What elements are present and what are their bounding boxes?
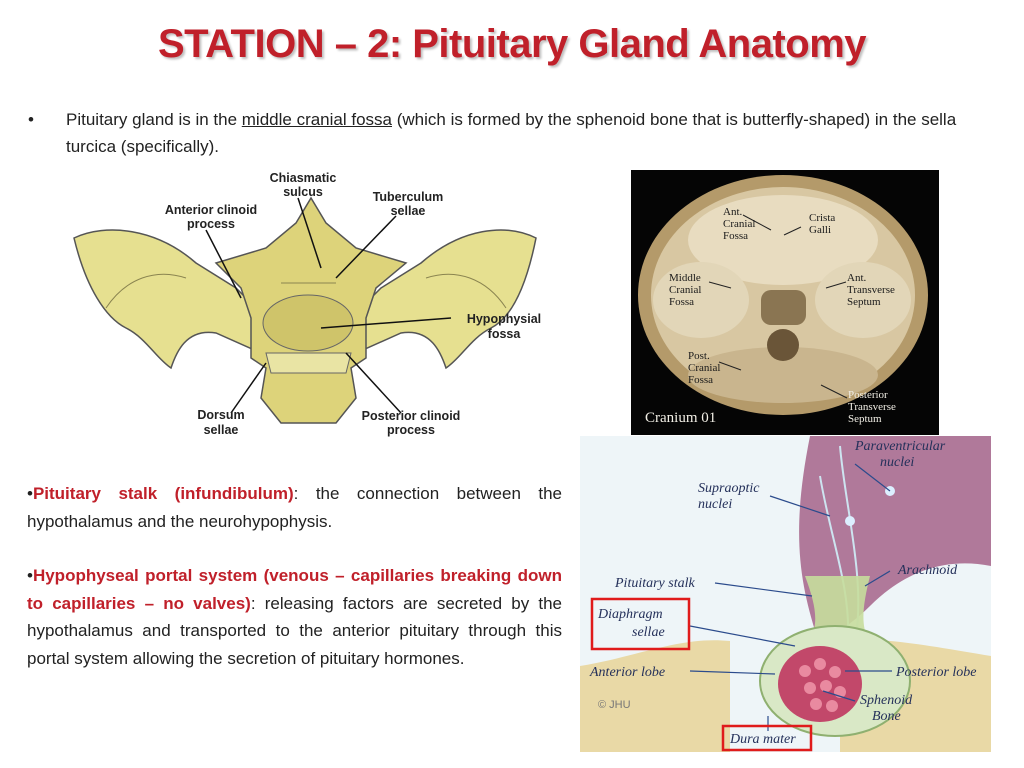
credit-text: © JHU bbox=[598, 699, 631, 711]
label-pituitary-stalk: Pituitary stalk bbox=[614, 576, 696, 591]
label-diaphragm-sellae-1: Diaphragm bbox=[597, 607, 663, 622]
label-diaphragm-sellae-2: sellae bbox=[632, 625, 665, 640]
label-post-transverse-1: Posterior bbox=[848, 389, 888, 401]
slide-title: STATION – 2: Pituitary Gland Anatomy bbox=[157, 22, 867, 66]
label-anterior-lobe: Anterior lobe bbox=[589, 665, 665, 680]
portal-text: : releasing factors are secreted by the … bbox=[27, 593, 563, 668]
dura-mater-highlight bbox=[721, 724, 813, 752]
label-ant-transverse-3: Septum bbox=[847, 296, 881, 308]
label-post-transverse-3: Septum bbox=[848, 413, 882, 425]
sphenoid-bone-drawing bbox=[73, 196, 537, 424]
portal-term: Hypophyseal portal system (venous – capi… bbox=[27, 566, 562, 613]
label-posterior-clinoid-1: Posterior clinoid bbox=[362, 409, 461, 423]
pituitary-diagram: Paraventricular nuclei Supraoptic nuclei… bbox=[580, 436, 991, 752]
intro-text: Pituitary gland is in the middle cranial… bbox=[66, 106, 998, 160]
label-paraventricular-1: Paraventricular bbox=[854, 439, 946, 454]
label-supraoptic-2: nuclei bbox=[698, 497, 732, 512]
stalk-term: Pituitary stalk (infundibulum) bbox=[32, 484, 294, 503]
stalk-text: : the connection between the hypothalamu… bbox=[27, 484, 562, 531]
label-ant-cranial-1: Ant. bbox=[723, 206, 743, 218]
label-ant-transverse-1: Ant. bbox=[847, 272, 867, 284]
label-crista-2: Galli bbox=[809, 224, 831, 236]
label-arachnoid: Arachnoid bbox=[897, 563, 958, 578]
label-ant-transverse-2: Transverse bbox=[847, 284, 895, 296]
label-hypophysial-fossa-2: fossa bbox=[488, 327, 522, 341]
label-sphenoid-bone-1: Sphenoid bbox=[860, 693, 913, 708]
label-middle-cranial-1: Middle bbox=[669, 272, 701, 284]
intro-bullet: • Pituitary gland is in the middle crani… bbox=[28, 106, 998, 160]
label-dorsum-sellae-2: sellae bbox=[204, 423, 239, 437]
label-tuberculum-sellae-2: sellae bbox=[391, 204, 426, 218]
stalk-paragraph: •Pituitary stalk (infundibulum): the con… bbox=[27, 480, 562, 535]
middle-cranial-fossa-term: middle cranial fossa bbox=[241, 110, 393, 129]
label-posterior-clinoid-2: process bbox=[387, 423, 435, 437]
portal-bullet: • bbox=[27, 566, 33, 585]
label-dura-mater: Dura mater bbox=[729, 732, 796, 747]
label-ant-cranial-3: Fossa bbox=[723, 230, 748, 242]
intro-post: (which is formed by the sphenoid bone th… bbox=[66, 110, 957, 156]
label-paraventricular-2: nuclei bbox=[880, 455, 914, 470]
label-middle-cranial-3: Fossa bbox=[669, 296, 694, 308]
label-crista-1: Crista bbox=[809, 212, 835, 224]
label-posterior-lobe: Posterior lobe bbox=[895, 665, 977, 680]
label-anterior-clinoid-2: process bbox=[187, 217, 235, 231]
label-post-cranial-3: Fossa bbox=[688, 374, 713, 386]
label-chiasmatic-sulcus-1: Chiasmatic bbox=[270, 171, 337, 185]
sphenoid-bone-figure: Chiasmatic sulcus Tuberculum sellae Ante… bbox=[73, 171, 541, 437]
intro-pre: Pituitary gland is in the bbox=[66, 110, 242, 129]
label-anterior-clinoid-1: Anterior clinoid bbox=[165, 203, 257, 217]
cranium-caption: Cranium 01 bbox=[645, 410, 716, 426]
diaphragm-sellae-highlight bbox=[590, 597, 691, 651]
label-tuberculum-sellae-1: Tuberculum bbox=[373, 190, 444, 204]
stalk-bullet: • bbox=[27, 484, 33, 503]
label-post-cranial-1: Post. bbox=[688, 350, 710, 362]
label-middle-cranial-2: Cranial bbox=[669, 284, 701, 296]
bullet-marker: • bbox=[28, 110, 34, 129]
label-hypophysial-fossa-1: Hypophysial bbox=[467, 312, 541, 326]
label-supraoptic-1: Supraoptic bbox=[698, 481, 760, 496]
cranium-labels: Ant. Cranial Fossa Crista Galli Middle C… bbox=[645, 206, 896, 426]
label-dorsum-sellae-1: Dorsum bbox=[197, 408, 244, 422]
label-chiasmatic-sulcus-2: sulcus bbox=[283, 185, 323, 199]
sphenoid-pointer-lines bbox=[205, 197, 452, 414]
portal-paragraph: •Hypophyseal portal system (venous – cap… bbox=[27, 562, 562, 672]
pituitary-labels: Paraventricular nuclei Supraoptic nuclei… bbox=[589, 439, 977, 747]
label-sphenoid-bone-2: Bone bbox=[872, 709, 901, 724]
pituitary-pointer-lines bbox=[689, 463, 892, 731]
label-post-cranial-2: Cranial bbox=[688, 362, 720, 374]
label-ant-cranial-2: Cranial bbox=[723, 218, 755, 230]
cranium-photo: Ant. Cranial Fossa Crista Galli Middle C… bbox=[631, 170, 939, 435]
label-post-transverse-2: Transverse bbox=[848, 401, 896, 413]
